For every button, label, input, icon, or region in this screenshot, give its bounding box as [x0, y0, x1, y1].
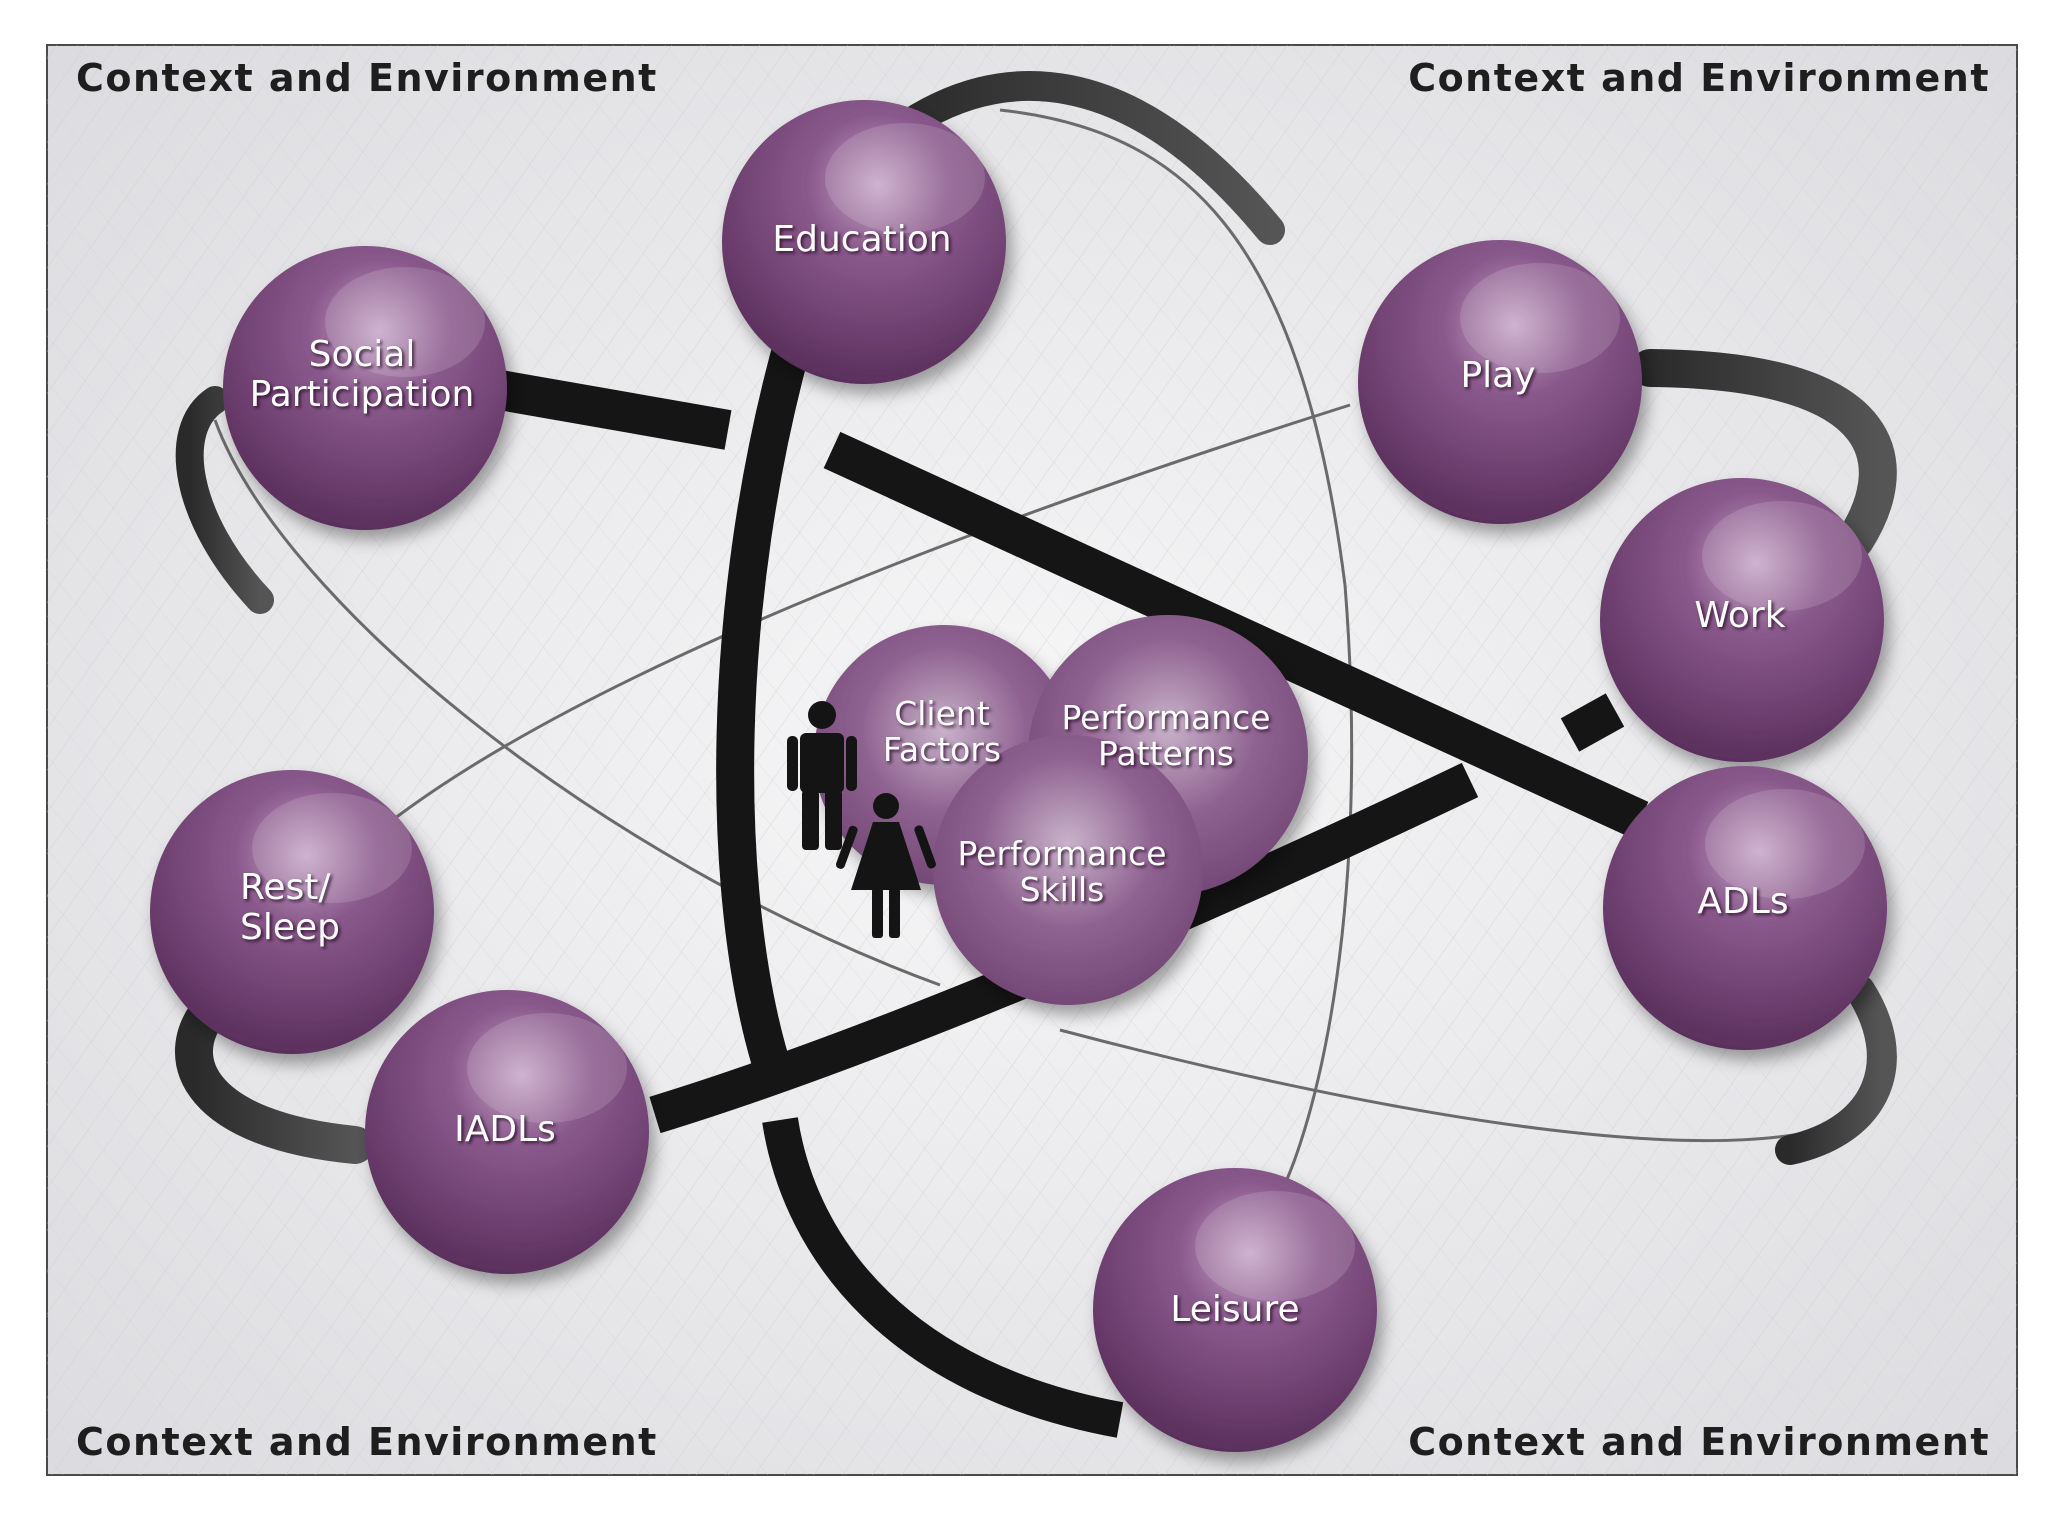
orbit-band-stub: [1560, 693, 1625, 752]
corner-label-bottom-right: Context and Environment: [1408, 1420, 1990, 1464]
label-patterns-text-2: Patterns: [1098, 734, 1234, 773]
label-client-text-1: Client: [894, 694, 990, 733]
label-education-text: Education: [772, 219, 952, 260]
occupation-spheres: [150, 100, 1887, 1452]
orbit-grey-arcs: [175, 71, 1897, 1165]
woman-icon: [835, 793, 936, 938]
orbit-band-diagonal-top: [496, 370, 732, 450]
sphere-leisure: [1093, 1168, 1377, 1452]
orbit-band-vertical: [716, 329, 814, 1066]
sphere-iadls: [365, 990, 649, 1274]
label-rest-sleep: Rest/ Sleep: [240, 868, 340, 948]
label-social-text-1: Social: [308, 334, 416, 375]
label-client-factors: Client Factors: [883, 696, 1001, 768]
label-social-participation: Social Participation: [250, 335, 475, 415]
label-adls-text: ADLs: [1697, 881, 1789, 922]
sphere-social-participation: [223, 246, 507, 530]
label-client-text-2: Factors: [882, 730, 1002, 769]
orbit-arc-right-lower: [1775, 975, 1897, 1165]
label-social-text-2: Participation: [249, 374, 475, 415]
label-iadls-text: IADLs: [454, 1109, 556, 1150]
orbit-arc-left-lower: [175, 991, 374, 1164]
label-play: Play: [1460, 356, 1535, 396]
sphere-highlights: [252, 123, 1865, 1301]
sphere-rest-sleep: [150, 770, 434, 1054]
label-rest-text-2: Sleep: [239, 907, 341, 948]
man-icon: [787, 701, 857, 850]
label-leisure-text: Leisure: [1170, 1289, 1300, 1330]
label-work: Work: [1694, 596, 1785, 636]
label-work-text: Work: [1694, 595, 1786, 636]
label-performance-skills: Performance Skills: [957, 836, 1166, 908]
orbit-arc-right-upper: [1631, 349, 1897, 559]
core-cluster: [814, 615, 1308, 1005]
sphere-work: [1600, 478, 1884, 762]
orbit-arc-top: [885, 71, 1285, 245]
label-performance-patterns: Performance Patterns: [1061, 700, 1270, 772]
label-patterns-text-1: Performance: [1061, 698, 1271, 737]
sphere-play: [1358, 240, 1642, 524]
label-skills-text-1: Performance: [957, 834, 1167, 873]
corner-label-top-right: Context and Environment: [1408, 56, 1990, 100]
label-education: Education: [772, 220, 951, 260]
label-leisure: Leisure: [1170, 1290, 1299, 1330]
sphere-adls: [1603, 766, 1887, 1050]
core-performance-skills-circle: [933, 735, 1203, 1005]
orbit-band-lower-left: [762, 1117, 1124, 1438]
label-iadls: IADLs: [454, 1110, 556, 1150]
label-rest-text-1: Rest/: [239, 867, 331, 908]
label-adls: ADLs: [1697, 882, 1788, 922]
orbit-arc-left: [175, 386, 274, 614]
corner-label-top-left: Context and Environment: [76, 56, 658, 100]
sphere-education: [722, 100, 1006, 384]
corner-label-bottom-left: Context and Environment: [76, 1420, 658, 1464]
label-skills-text-2: Skills: [1019, 870, 1105, 909]
orbit-ring-a: [999, 108, 1354, 1206]
label-play-text: Play: [1460, 355, 1536, 396]
orbit-ring-c: [213, 419, 941, 987]
